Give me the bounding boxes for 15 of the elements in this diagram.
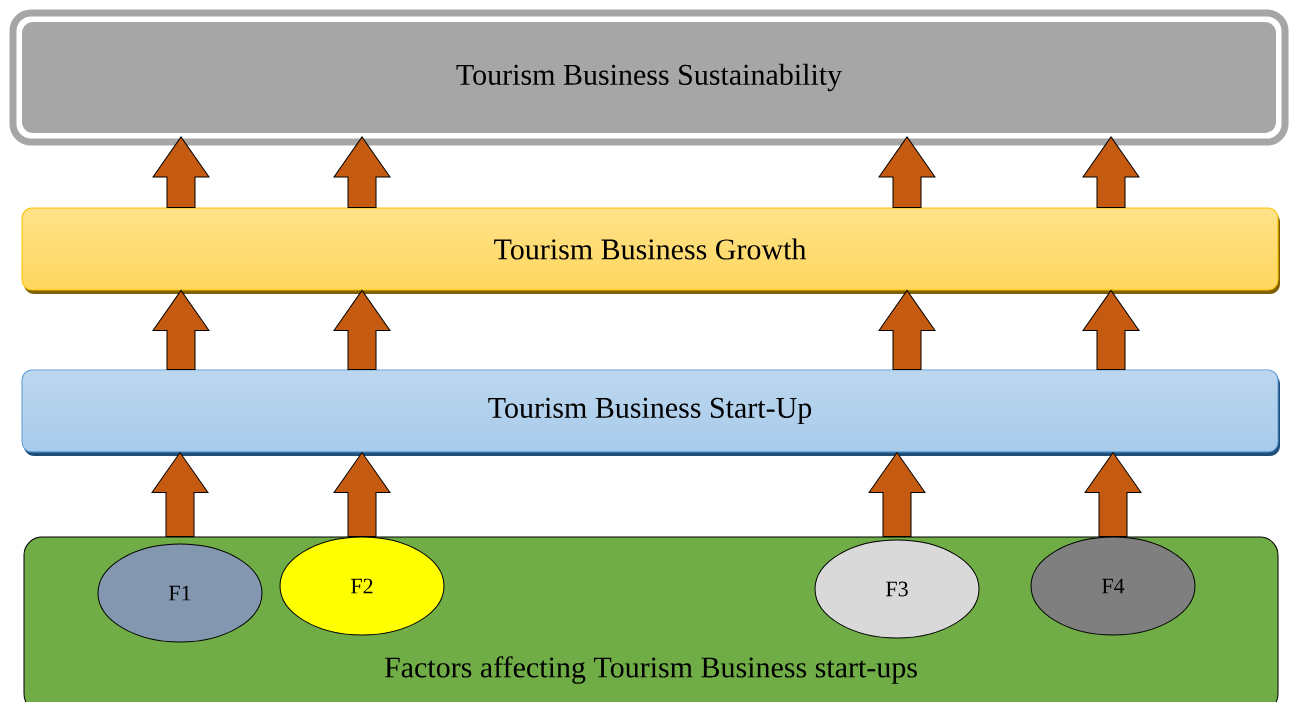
block-arrow [152,136,210,208]
block-arrow [878,290,936,370]
title-box: Tourism Business Sustainability [9,9,1289,146]
block-arrow [1082,290,1140,370]
block-arrow [151,452,209,537]
block-arrow [333,290,391,370]
block-arrow [1082,136,1140,208]
block-arrow [1084,452,1142,537]
block-arrow [333,136,391,208]
block-arrow [878,136,936,208]
block-arrow [152,290,210,370]
block-arrow [868,452,926,537]
block-arrow [333,452,391,537]
stage-band: Tourism Business Growth [21,207,1280,294]
stage-band: Tourism Business Start-Up [21,369,1280,456]
